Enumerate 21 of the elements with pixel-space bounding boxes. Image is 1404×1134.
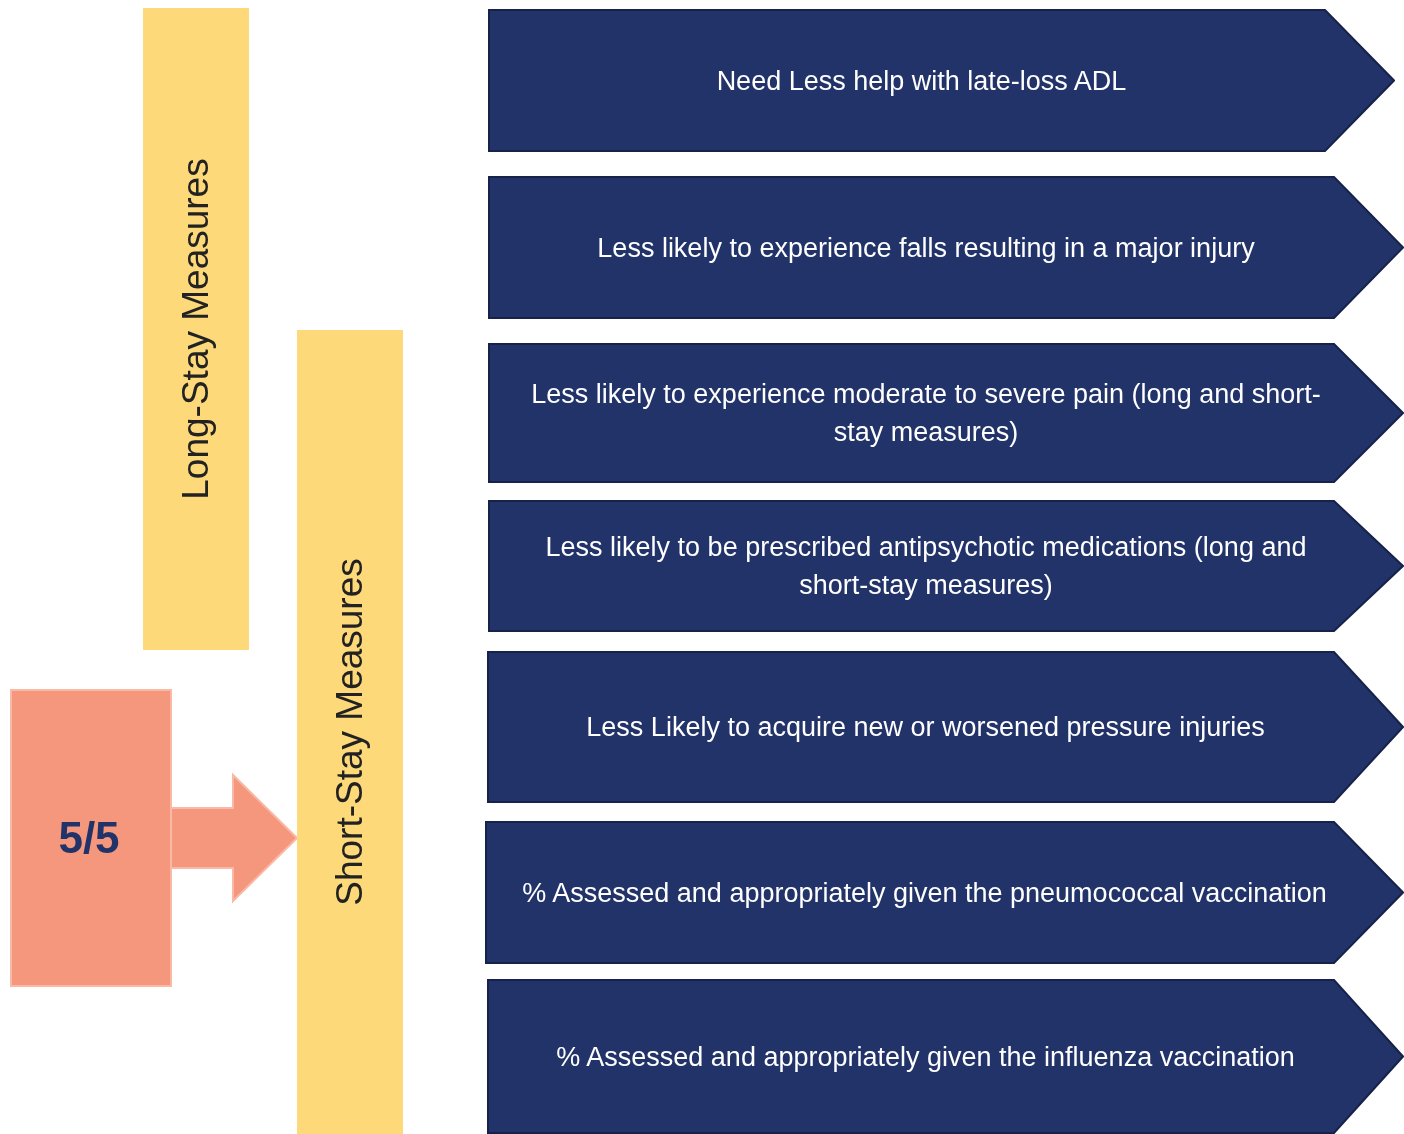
score-label: 5/5 — [58, 813, 120, 863]
measure-text: % Assessed and appropriately given the influenza vaccination — [555, 1040, 1296, 1074]
category-bar — [297, 330, 403, 1134]
category-label: Long-Stay Measures — [175, 158, 217, 500]
measure-text: Less Likely to acquire new or worsened pressure injuries — [585, 711, 1266, 744]
measure-text: Less likely to experience moderate to severe pain (long and short-stay measures) — [530, 378, 1322, 449]
measure-text: Need Less help with late-loss ADL — [715, 64, 1128, 98]
measure-text: % Assessed and appropriately given the pneumococcal vaccination — [521, 876, 1328, 910]
block-arrow — [170, 772, 299, 904]
chevron-box — [485, 821, 1404, 964]
score-box — [10, 689, 172, 987]
category-label: Short-Stay Measures — [329, 558, 371, 906]
chevron-box — [488, 343, 1404, 483]
measure-text: Less likely to be prescribed antipsychotic medications (long and short-stay measures) — [544, 531, 1308, 602]
chevron-box — [487, 979, 1404, 1134]
measure-text: Less likely to experience falls resulting in a major injury — [596, 231, 1256, 265]
chevron-box — [488, 176, 1404, 319]
category-bar — [143, 8, 249, 650]
chevron-box — [488, 9, 1395, 152]
chevron-box — [487, 651, 1404, 803]
chevron-box — [488, 500, 1404, 632]
